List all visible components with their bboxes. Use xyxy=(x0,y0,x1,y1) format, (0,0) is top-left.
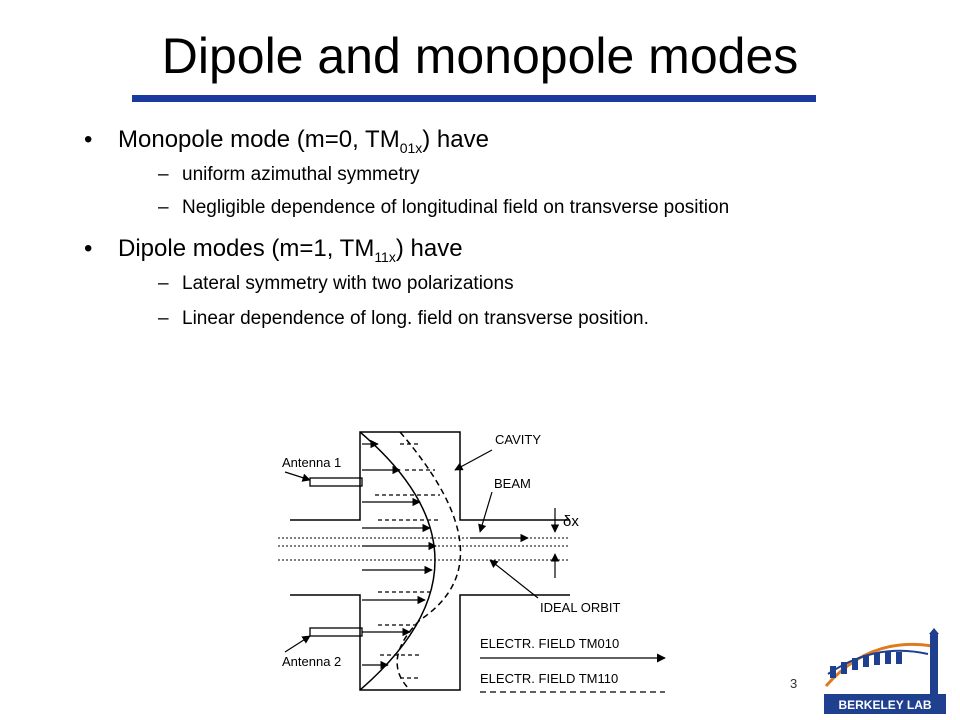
sub-bullet: – Lateral symmetry with two polarization… xyxy=(158,273,514,294)
sub-bullet-text: Lateral symmetry with two polarizations xyxy=(182,273,514,294)
cavity-top-wall xyxy=(290,431,570,521)
bullet-list: • Monopole mode (m=0, TM01x) have – unif… xyxy=(84,125,884,331)
bullet-text-end: ) have xyxy=(395,235,463,262)
bullet-text-end: ) have xyxy=(422,126,489,153)
tm010-label: ELECTR. FIELD TM010 xyxy=(480,636,619,651)
sub-bullet-text: uniform azimuthal symmetry xyxy=(182,164,420,185)
sub-bullet-text: Negligible dependence of longitudinal fi… xyxy=(182,197,730,218)
tm010-field-arrows xyxy=(362,439,437,670)
logo-text: BERKELEY LAB xyxy=(838,698,931,712)
antenna2-icon xyxy=(309,627,363,637)
tm110-label: ELECTR. FIELD TM110 xyxy=(480,671,618,686)
title-underline xyxy=(132,95,816,102)
ideal-orbit-label: IDEAL ORBIT xyxy=(540,600,620,615)
bullet-text: Monopole mode (m=0, TM xyxy=(118,126,400,153)
tm110-field-arrows xyxy=(375,443,440,679)
slide-title: Dipole and monopole modes xyxy=(161,28,799,84)
page-number: 3 xyxy=(790,676,798,691)
bullet-subscript: 01x xyxy=(399,139,423,156)
beam-label: BEAM xyxy=(494,476,531,491)
tm010-field-curve xyxy=(359,431,436,691)
sub-bullet: – Negligible dependence of longitudinal … xyxy=(158,197,730,218)
tm110-field-curve xyxy=(396,431,462,691)
berkeley-lab-logo-icon: BERKELEY LAB xyxy=(824,628,946,714)
bullet-dipole: • Dipole modes (m=1, TM11x) have xyxy=(84,234,884,264)
antenna1-icon xyxy=(309,477,363,487)
bullet-monopole: • Monopole mode (m=0, TM01x) have xyxy=(84,125,884,155)
bullet-subscript: 11x xyxy=(374,248,396,265)
antenna1-label: Antenna 1 xyxy=(282,455,341,470)
cavity-diagram: Antenna 1 Antenna 2 CAVITY BEAM δx IDEAL… xyxy=(278,431,666,693)
sub-bullet: – uniform azimuthal symmetry xyxy=(158,164,420,185)
dx-label: δx xyxy=(563,513,579,530)
antenna2-label: Antenna 2 xyxy=(282,654,341,669)
cavity-label: CAVITY xyxy=(495,432,541,447)
bullet-dot-icon: • xyxy=(84,126,93,153)
sub-bullet: – Linear dependence of long. field on tr… xyxy=(158,308,649,329)
bullet-dot-icon: • xyxy=(84,235,93,262)
sub-bullet-text: Linear dependence of long. field on tran… xyxy=(182,308,649,329)
bullet-text: Dipole modes (m=1, TM xyxy=(118,235,375,262)
